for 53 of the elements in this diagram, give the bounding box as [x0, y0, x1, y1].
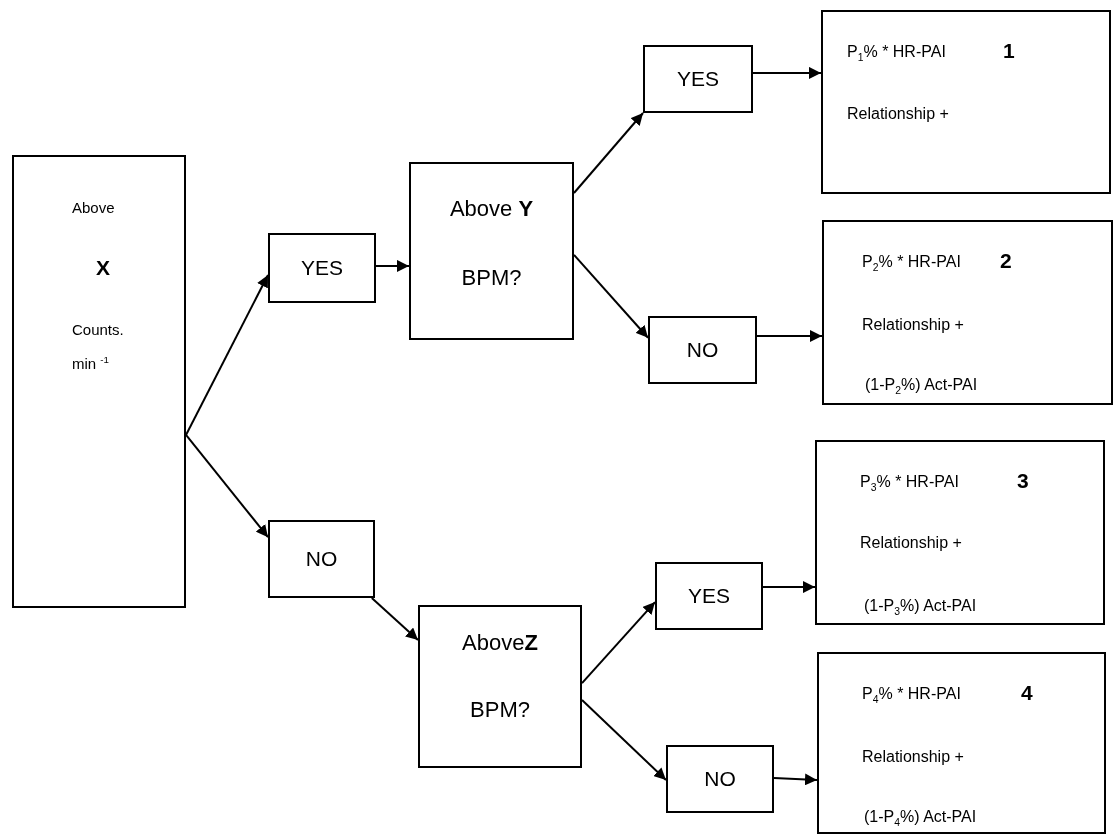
arrow: [773, 773, 818, 786]
node-text: P$_{3}$% * HR-PAI: [860, 472, 959, 495]
arrow: [762, 581, 816, 594]
answer-box: [268, 233, 376, 303]
node-text: AboveZ: [461, 629, 539, 657]
node-text: NO: [685, 336, 720, 363]
answer-box: [648, 316, 757, 384]
node-text: Above Y: [448, 195, 535, 223]
arrow: [752, 66, 822, 79]
arrow: [573, 112, 644, 194]
node-text: P$_{4}$% * HR-PAI: [862, 684, 961, 707]
node-text: Relationship +: [847, 104, 949, 124]
node-text: NO: [304, 545, 339, 572]
node-text: NO: [703, 765, 737, 792]
arrow: [370, 597, 419, 642]
arrow: [185, 274, 269, 436]
result-box: [817, 652, 1106, 834]
node-text: BPM?: [460, 264, 523, 292]
outcome-number: 4: [1021, 680, 1033, 706]
decision-box: [12, 155, 186, 608]
arrow: [581, 601, 656, 685]
answer-box: [666, 745, 774, 813]
arrow: [185, 433, 269, 539]
result-box: [821, 10, 1111, 194]
node-text: YES: [687, 582, 731, 609]
outcome-number: 2: [1000, 248, 1012, 274]
arrow: [573, 253, 649, 339]
node-text: P$_{1}$% * HR-PAI: [847, 42, 946, 65]
decision-box: [409, 162, 574, 340]
node-text: BPM?: [469, 696, 531, 724]
node-text: Relationship +: [860, 533, 962, 553]
node-text: (1-P$_{3}$%) Act-PAI: [864, 596, 977, 619]
answer-box: [268, 520, 375, 598]
arrow: [756, 330, 823, 342]
node-text: Above: [72, 199, 115, 218]
result-box: [822, 220, 1113, 405]
answer-box: [655, 562, 763, 630]
outcome-number: 1: [1003, 38, 1015, 64]
node-text: YES: [676, 65, 720, 92]
node-text: YES: [300, 254, 344, 281]
node-text: Counts. min $^{-1}$: [72, 320, 125, 374]
node-text: (1-P$_{2}$%) Act-PAI: [865, 375, 978, 398]
node-text: Relationship +: [862, 315, 964, 335]
node-text: X: [96, 255, 110, 281]
answer-box: [643, 45, 753, 113]
node-text: P$_{2}$% * HR-PAI: [862, 252, 961, 275]
node-text: (1-P$_{4}$%) Act-PAI: [864, 807, 977, 830]
result-box: [815, 440, 1105, 625]
arrow: [375, 259, 410, 272]
node-text: Relationship +: [862, 747, 964, 767]
decision-box: [418, 605, 582, 768]
outcome-number: 3: [1017, 468, 1029, 494]
arrow: [581, 699, 667, 781]
